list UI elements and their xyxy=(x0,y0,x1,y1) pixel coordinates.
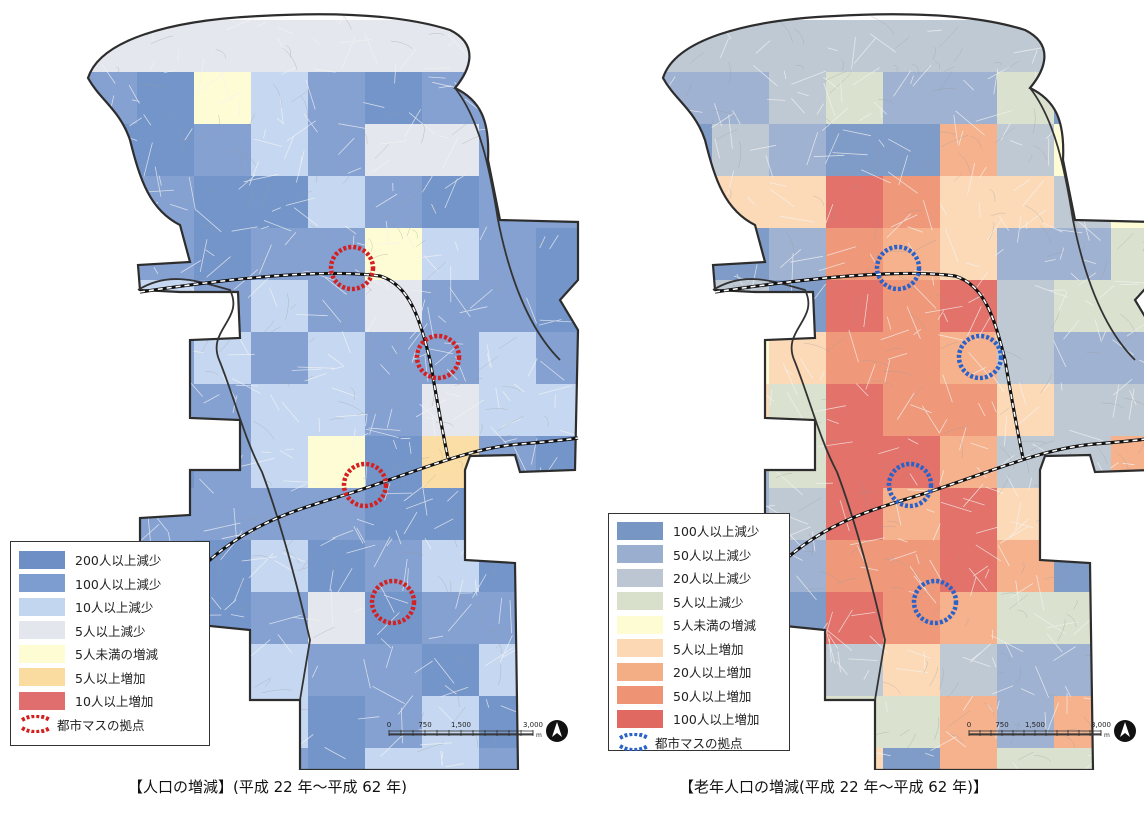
legend-item: 20人以上増加 xyxy=(617,660,781,684)
legend-swatch xyxy=(19,597,65,616)
legend-label: 100人以上減少 xyxy=(75,576,162,592)
legend-swatch xyxy=(19,621,65,640)
population-change-legend: 200人以上減少 100人以上減少 10人以上減少 5人以上減少 5人未満の増減 5人以上… xyxy=(10,541,210,746)
legend-label: 50人以上増加 xyxy=(673,688,752,704)
city-master-plan-hubs xyxy=(328,244,462,626)
legend-swatch xyxy=(617,686,663,705)
municipal-boundary xyxy=(86,13,580,770)
legend-swatch xyxy=(19,668,65,687)
legend-item: 50人以上減少 xyxy=(617,543,781,567)
legend-swatch xyxy=(19,644,65,663)
legend-item: 50人以上増加 xyxy=(617,684,781,708)
legend-item-hub: 都市マスの拠点 xyxy=(617,731,781,755)
legend-item: 100人以上減少 xyxy=(617,519,781,543)
legend-item: 20人以上減少 xyxy=(617,566,781,590)
hub-marker xyxy=(369,578,417,626)
legend-swatch xyxy=(617,709,663,728)
scale-unit: m xyxy=(1104,732,1110,739)
legend-label: 50人以上減少 xyxy=(673,547,752,563)
legend-label: 5人以上減少 xyxy=(673,594,744,610)
legend-item: 5人未満の増減 xyxy=(617,613,781,637)
legend-swatch xyxy=(617,521,663,540)
north-arrow-icon xyxy=(1114,720,1136,742)
legend-label: 100人以上減少 xyxy=(673,524,760,540)
legend-swatch xyxy=(617,639,663,658)
legend-label: 100人以上増加 xyxy=(673,712,760,728)
legend-item: 5人以上減少 xyxy=(617,590,781,614)
legend-item: 5人未満の増減 xyxy=(19,642,201,666)
legend-item: 10人以上増加 xyxy=(19,689,201,713)
hub-marker xyxy=(328,244,376,292)
scale-tick-label: 750 xyxy=(995,721,1008,729)
scale-tick-label: 750 xyxy=(418,721,431,729)
legend-swatch xyxy=(617,615,663,634)
scale-bar: 0 750 1,500 3,000 m xyxy=(387,720,568,742)
hub-marker xyxy=(886,461,934,509)
legend-swatch xyxy=(19,574,65,593)
legend-label: 10人以上増加 xyxy=(75,694,154,710)
elderly-population-change-map-panel: 100人以上減少 50人以上減少 20人以上減少 5人以上減少 5人未満の増減 5人以上増… xyxy=(605,0,1144,796)
scale-tick-label: 1,500 xyxy=(451,721,471,729)
municipal-boundary xyxy=(661,13,1144,770)
scale-tick-label: 1,500 xyxy=(1025,721,1045,729)
elderly-population-change-legend: 100人以上減少 50人以上減少 20人以上減少 5人以上減少 5人未満の増減 5人以上増… xyxy=(608,513,790,752)
population-change-map-panel: 200人以上減少 100人以上減少 10人以上減少 5人以上減少 5人未満の増減 5人以上… xyxy=(0,0,580,796)
legend-swatch xyxy=(19,550,65,569)
hub-marker xyxy=(341,461,389,509)
railway-line xyxy=(714,271,1144,592)
legend-swatch xyxy=(617,545,663,564)
legend-item: 200人以上減少 xyxy=(19,548,201,572)
scale-unit: m xyxy=(536,732,542,739)
legend-swatch xyxy=(617,592,663,611)
legend-item-hub: 都市マスの拠点 xyxy=(19,713,201,737)
legend-item: 10人以上減少 xyxy=(19,595,201,619)
scale-tick-label: 0 xyxy=(967,721,971,729)
scale-tick-label: 3,000 xyxy=(1091,721,1111,729)
legend-swatch xyxy=(19,691,65,710)
city-master-plan-hubs xyxy=(874,244,1004,626)
legend-label-hub: 都市マスの拠点 xyxy=(655,735,743,751)
legend-label: 5人以上増加 xyxy=(75,670,146,686)
scale-tick-label: 0 xyxy=(387,721,391,729)
hub-marker xyxy=(911,578,959,626)
hub-marker xyxy=(414,333,462,381)
legend-label: 5人未満の増減 xyxy=(673,618,756,634)
legend-swatch xyxy=(617,662,663,681)
legend-label: 200人以上減少 xyxy=(75,553,162,569)
legend-label-hub: 都市マスの拠点 xyxy=(57,717,145,733)
legend-item: 100人以上減少 xyxy=(19,572,201,596)
legend-item: 100人以上増加 xyxy=(617,707,781,731)
legend-label: 5人未満の増減 xyxy=(75,647,158,663)
elderly-population-change-caption: 【老年人口の増減(平成 22 年～平成 62 年)】 xyxy=(679,778,988,796)
legend-label: 20人以上増加 xyxy=(673,665,752,681)
population-change-caption: 【人口の増減】(平成 22 年～平成 62 年) xyxy=(128,778,407,796)
legend-item: 5人以上増加 xyxy=(617,637,781,661)
legend-swatch xyxy=(617,568,663,587)
legend-label: 5人以上減少 xyxy=(75,623,146,639)
legend-label: 20人以上減少 xyxy=(673,571,752,587)
hub-marker-icon xyxy=(21,715,51,734)
hub-marker-icon xyxy=(619,733,649,752)
legend-label: 5人以上増加 xyxy=(673,641,744,657)
legend-item: 5人以上減少 xyxy=(19,619,201,643)
scale-bar: 0 750 1,500 3,000 m xyxy=(967,720,1136,742)
hub-marker xyxy=(874,244,922,292)
legend-item: 5人以上増加 xyxy=(19,666,201,690)
railway-line xyxy=(139,271,579,592)
hub-marker xyxy=(956,333,1004,381)
legend-label: 10人以上減少 xyxy=(75,600,154,616)
scale-tick-label: 3,000 xyxy=(523,721,543,729)
north-arrow-icon xyxy=(546,720,568,742)
